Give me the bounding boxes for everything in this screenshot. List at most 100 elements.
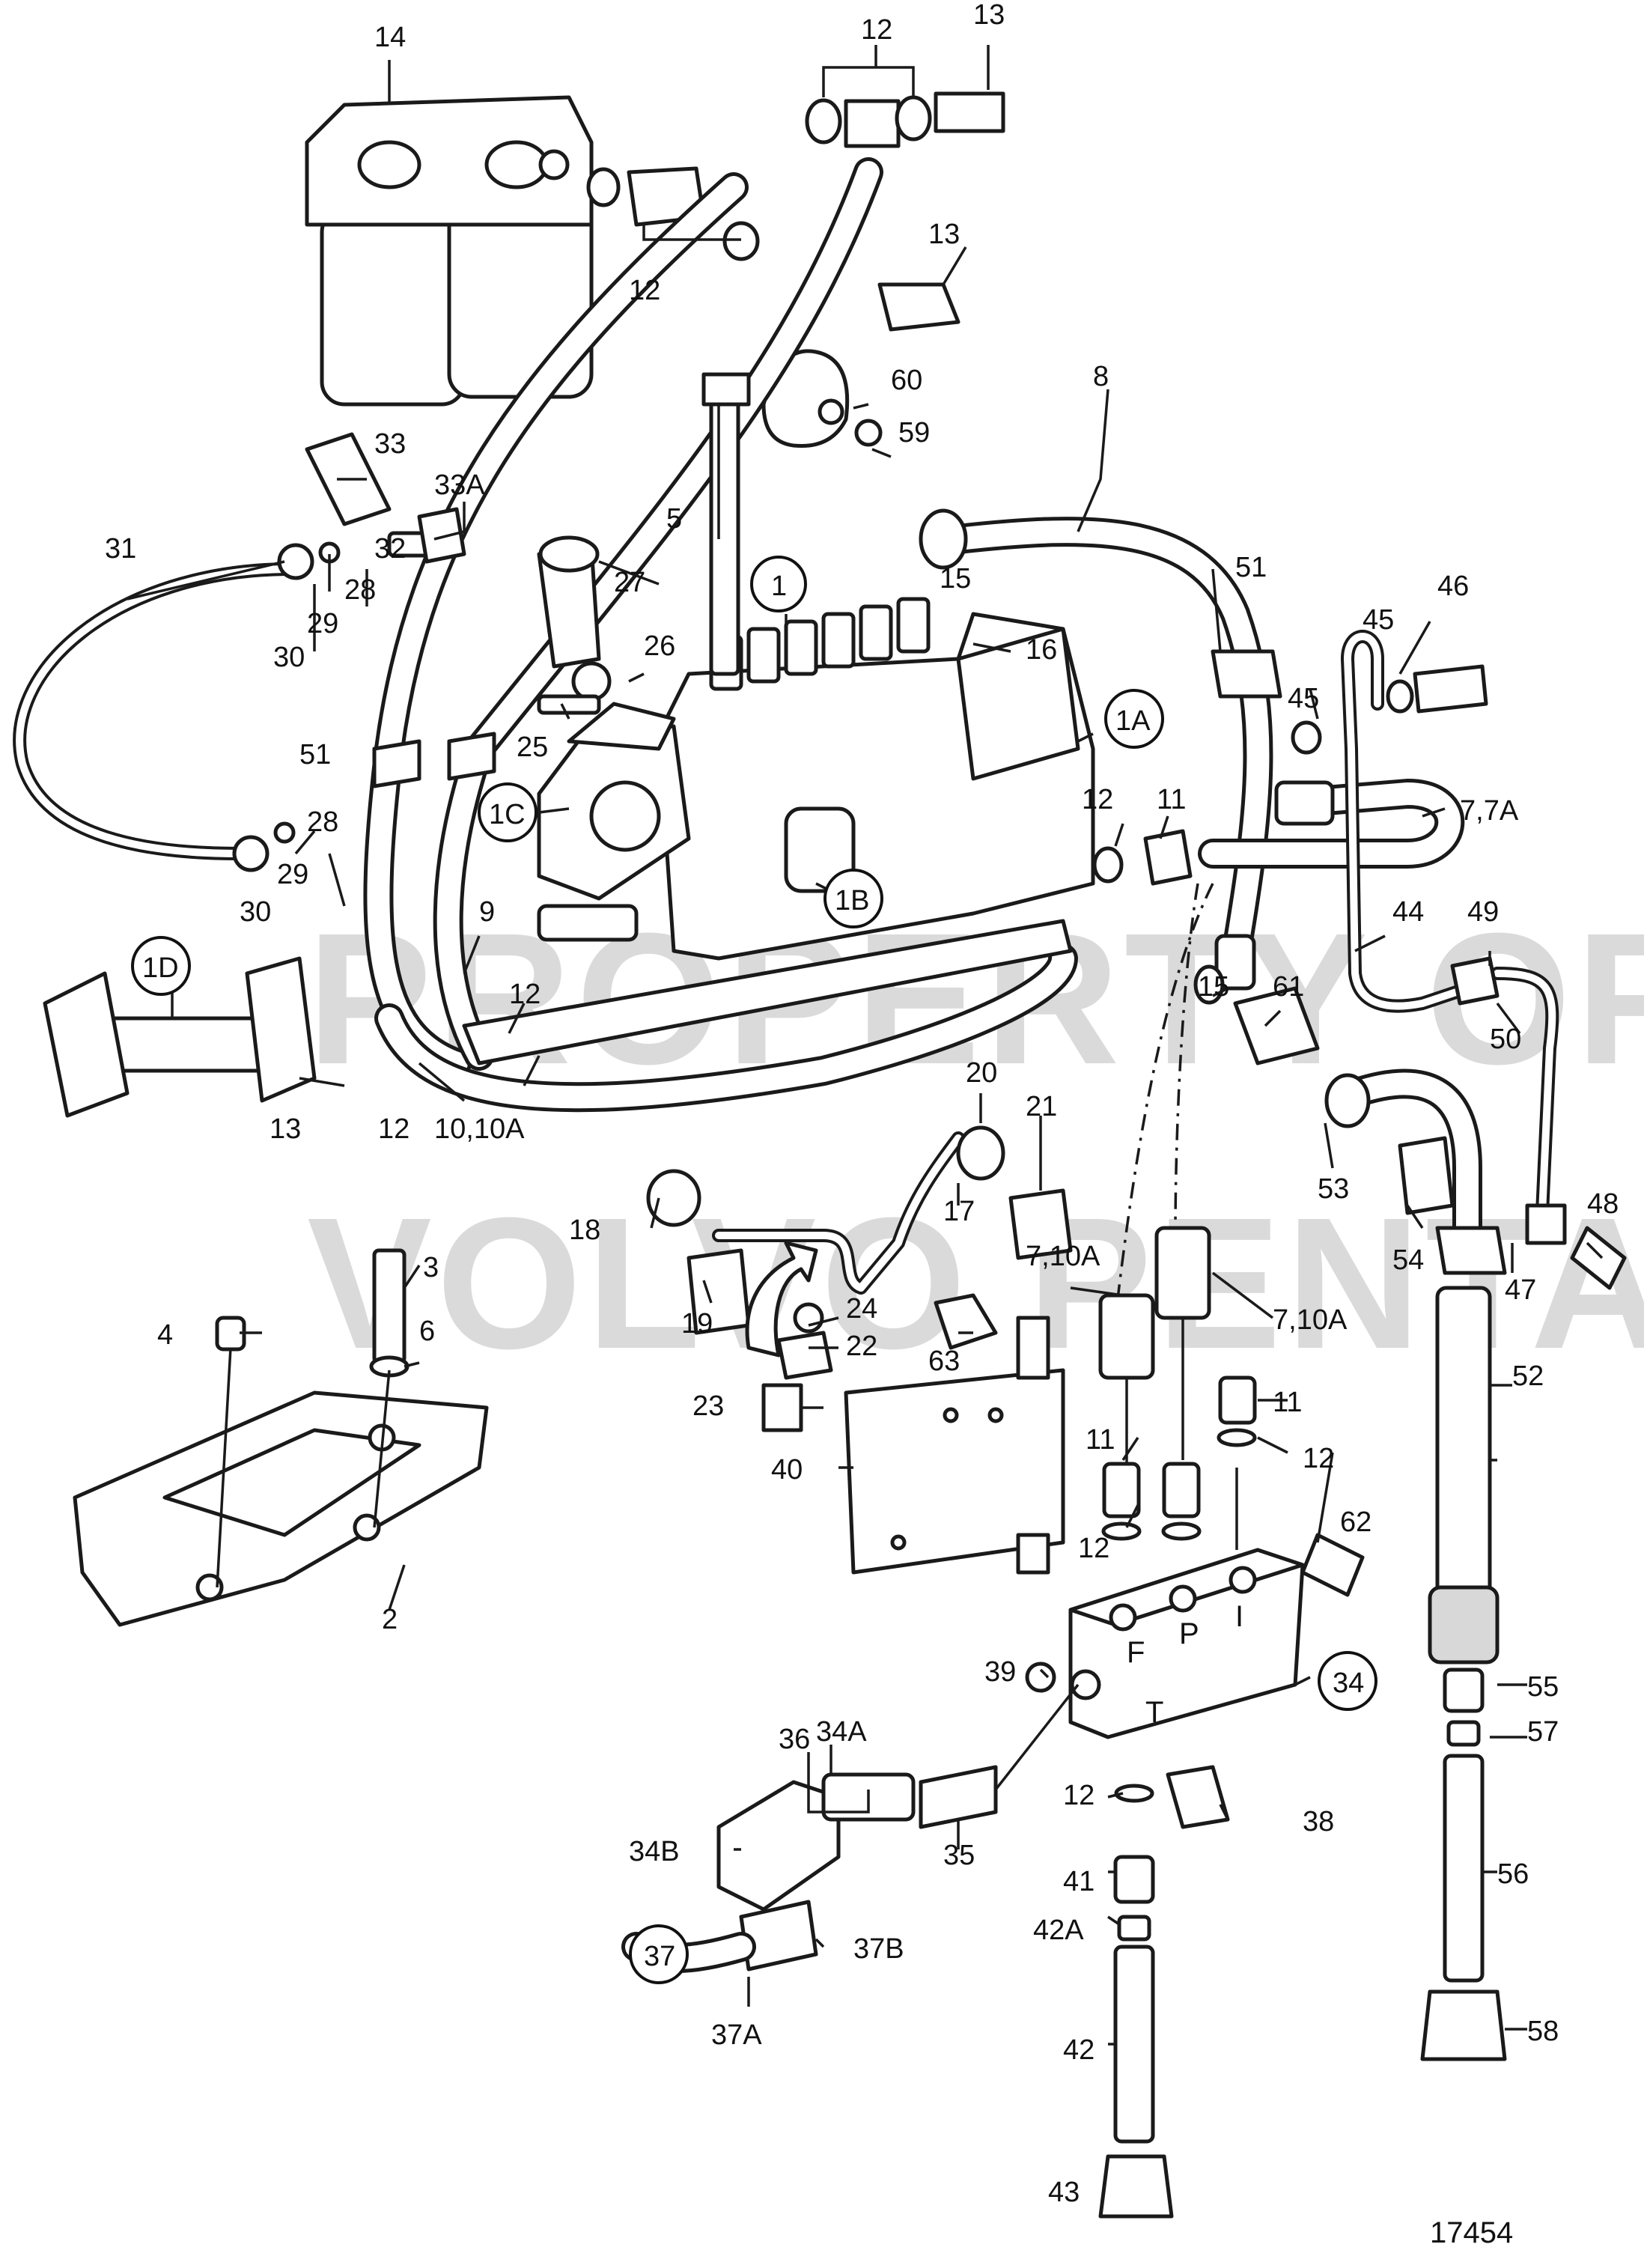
label-11-right: 11 (1273, 1387, 1302, 1418)
port-side (1070, 1669, 1101, 1700)
callout-circle-1C (478, 782, 538, 842)
port-i (1229, 1566, 1257, 1594)
label-32: 32 (374, 533, 406, 565)
circled-callouts (131, 556, 1377, 1984)
callout-circle-1 (750, 556, 807, 612)
label-29-lower: 29 (277, 859, 308, 890)
label-38: 38 (1303, 1806, 1334, 1837)
coupling-flange-left (43, 971, 130, 1118)
washer-12-right (1092, 846, 1124, 884)
bracket-hole-1 (195, 1573, 224, 1602)
nut-43 (1098, 2154, 1174, 2219)
sleeve-42A (1117, 1915, 1151, 1942)
clip-22 (776, 1331, 833, 1380)
valve-block-34: F P I T (1068, 1548, 1305, 1739)
part-labels: 14 12 13 12 13 60 59 33 33A 31 32 28 29 … (105, 0, 1619, 2208)
label-14: 14 (374, 22, 406, 53)
washer-filter-left (586, 167, 621, 207)
nipple-55 (1443, 1667, 1485, 1713)
pipe-17 (646, 1125, 1073, 1335)
label-58: 58 (1527, 2016, 1559, 2047)
label-2: 2 (382, 1604, 398, 1635)
label-45-lower: 45 (1288, 683, 1319, 714)
diaphragm-nipple (818, 398, 844, 425)
banjo-18 (646, 1169, 701, 1227)
switch-7-10A-left (1098, 1293, 1155, 1380)
label-55: 55 (1527, 1671, 1559, 1703)
label-51-right: 51 (1235, 552, 1267, 583)
label-30-upper: 30 (273, 642, 305, 673)
label-36: 36 (779, 1724, 810, 1755)
label-34B: 34B (629, 1836, 680, 1867)
label-1A: 1A (1115, 705, 1151, 737)
label-12-filter: 12 (629, 275, 660, 306)
label-53: 53 (1318, 1173, 1349, 1205)
hose-52-fitting (1428, 1585, 1500, 1664)
label-25: 25 (517, 732, 548, 763)
label-9: 9 (479, 896, 495, 928)
hose-7-fitting (1274, 780, 1335, 826)
label-50: 50 (1490, 1024, 1521, 1055)
clamp-51-left-b (447, 732, 496, 781)
label-12-lower: 12 (1063, 1780, 1095, 1811)
label-47: 47 (1505, 1274, 1536, 1306)
plate-40-tab-bottom (1016, 1533, 1050, 1575)
washer-filter-right (722, 221, 760, 261)
sleeve-63 (934, 1293, 998, 1350)
switch-7-10A-right (1154, 1226, 1211, 1320)
top-banjo-fittings (586, 91, 1005, 332)
nipple-11-mid-left (1102, 1462, 1141, 1518)
washer-12-mid-left (1101, 1521, 1142, 1541)
label-26: 26 (644, 630, 675, 662)
plate-hole-2 (987, 1407, 1004, 1423)
label-11-upper: 11 (1157, 784, 1186, 815)
label-30-lower: 30 (240, 896, 271, 928)
label-4: 4 (157, 1319, 173, 1351)
dash-line-b (1174, 883, 1199, 1236)
plate-hole-3 (890, 1534, 907, 1551)
label-19: 19 (681, 1308, 713, 1340)
label-22: 22 (846, 1331, 877, 1362)
filter-head-boss-right (484, 140, 549, 189)
bracket-2 (73, 1390, 489, 1627)
port-letter-i: I (1235, 1600, 1243, 1633)
washer-12-lower (1114, 1784, 1154, 1803)
connector-37B (739, 1900, 818, 1971)
label-57: 57 (1527, 1716, 1559, 1748)
port-letter-t: T (1145, 1696, 1163, 1729)
filter-canister-left (320, 207, 466, 407)
bolt-38 (1166, 1765, 1230, 1829)
hose-52 (1435, 1286, 1492, 1605)
main-fuel-hoses (363, 157, 1078, 1113)
port-f (1109, 1603, 1137, 1632)
washer-59 (854, 419, 883, 447)
outlet-2 (746, 627, 781, 684)
callout-circle-1A (1104, 689, 1164, 749)
feed-pump-1B (784, 806, 856, 893)
hose-8 (919, 508, 1273, 991)
label-52: 52 (1512, 1361, 1544, 1392)
pipe-44 (1341, 630, 1474, 1013)
bolt-54 (1398, 1136, 1455, 1215)
bolt-5 (709, 387, 740, 676)
label-37: 37 (644, 1941, 675, 1972)
label-17: 17 (943, 1196, 975, 1227)
label-20: 20 (966, 1057, 997, 1089)
clamp-49 (1450, 956, 1500, 1006)
label-16: 16 (1026, 634, 1057, 666)
plate-40 (844, 1316, 1065, 1575)
label-33A: 33A (434, 469, 485, 501)
label-48: 48 (1587, 1188, 1619, 1220)
clamp-51-right (1211, 649, 1282, 699)
label-1C: 1C (489, 799, 526, 830)
label-56: 56 (1497, 1858, 1529, 1890)
bolt-48 (1435, 1226, 1507, 1275)
label-13-filter: 13 (928, 219, 960, 250)
screw-23 (761, 1383, 803, 1432)
nipple-11-upper (1143, 829, 1193, 886)
banjo-bolt-top (934, 91, 1005, 133)
label-1B: 1B (835, 885, 869, 916)
pipe-56 (1443, 1754, 1485, 1983)
rotation-arrow-icon (745, 1241, 818, 1358)
